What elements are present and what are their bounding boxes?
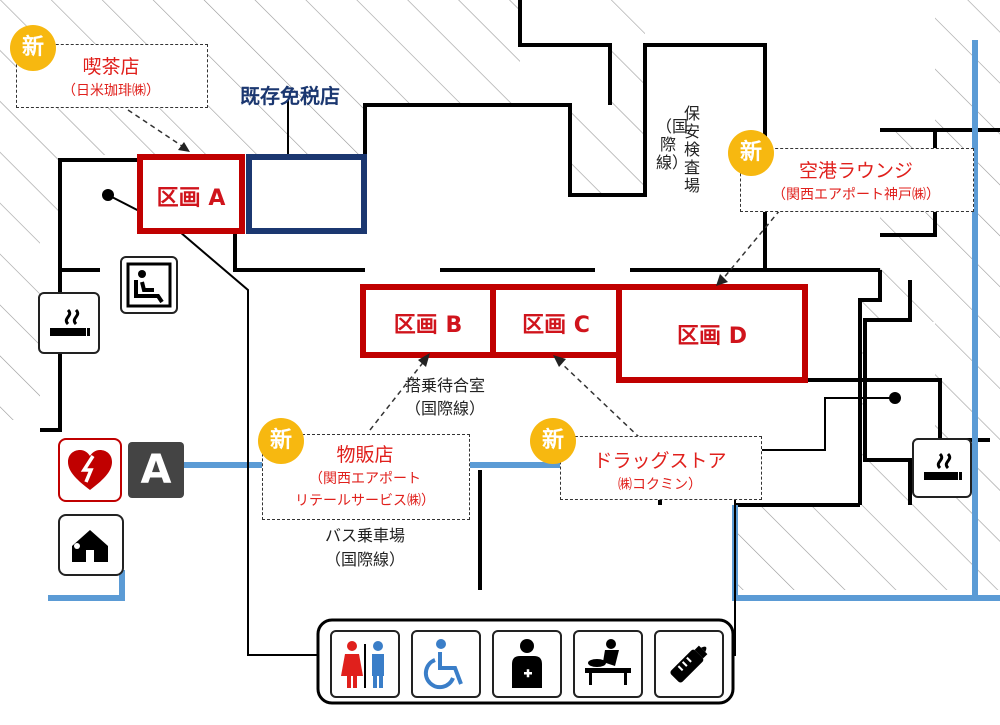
retail-operator-line2: リテールサービス㈱） — [295, 493, 435, 509]
zone-c[interactable] — [490, 284, 622, 358]
kids-room-icon — [58, 514, 124, 576]
aed-icon — [58, 438, 122, 502]
zone-b-label: 区画 B — [393, 313, 463, 338]
zone-a-label: 区画 A — [156, 186, 226, 211]
restricted-area-security — [570, 0, 645, 195]
smoking-area-icon — [38, 292, 100, 354]
bus-stop-label: バス乗車場 — [324, 526, 405, 545]
zone-c-label: 区画 C — [522, 313, 590, 338]
arrow-heads — [178, 142, 728, 367]
new-badge-retail: 新 — [258, 418, 304, 464]
lounge-name: 空港ラウンジ — [798, 160, 913, 182]
massage-chair-icon — [120, 256, 178, 314]
zone-b[interactable] — [360, 284, 496, 358]
location-dot-restroom-link — [889, 392, 901, 404]
new-badge-lounge: 新 — [728, 130, 774, 176]
lounge-callout — [740, 148, 974, 212]
smoking-area-icon — [912, 438, 972, 498]
new-badge-drugstore: 新 — [530, 418, 576, 464]
location-dot-kiosk — [102, 189, 114, 201]
cafe-name: 喫茶店 — [82, 56, 140, 78]
restricted-area-top-right — [935, 0, 1000, 130]
gate-a-icon: A — [128, 442, 184, 498]
zone-d-label: 区画 D — [677, 324, 747, 349]
existing-duty-free-label: 既存免税店 — [240, 84, 340, 108]
drugstore-callout — [560, 436, 762, 500]
waiting-room-label: 搭乗待合室 — [404, 376, 485, 395]
security-label-line2: （国際線） — [656, 117, 689, 172]
first-aid-icon — [492, 630, 562, 698]
waiting-room-sublabel: （国際線） — [404, 399, 485, 418]
cafe-operator: （日米珈琲㈱） — [62, 83, 160, 99]
restroom-icon — [330, 630, 400, 698]
drugstore-operator: ㈱コクミン） — [618, 477, 702, 493]
dashed-arrows — [127, 109, 781, 439]
existing-duty-free-shop[interactable] — [246, 154, 367, 234]
retail-operator-line1: （関西エアポート — [309, 471, 421, 487]
zone-a[interactable] — [137, 154, 245, 234]
baby-bottle-icon — [654, 630, 724, 698]
drugstore-name: ドラッグストア — [593, 450, 727, 472]
zone-d[interactable] — [616, 284, 808, 383]
diaper-changing-icon — [573, 630, 643, 698]
accessible-toilet-icon — [411, 630, 481, 698]
lounge-operator: （関西エアポート神戸㈱） — [772, 187, 940, 203]
retail-name: 物販店 — [336, 444, 394, 466]
bus-stop-sublabel: （国際線） — [324, 550, 405, 569]
new-badge-cafe: 新 — [10, 25, 56, 71]
restricted-area-left — [0, 215, 40, 420]
security-label-line1: 保安検査場 — [683, 104, 700, 195]
